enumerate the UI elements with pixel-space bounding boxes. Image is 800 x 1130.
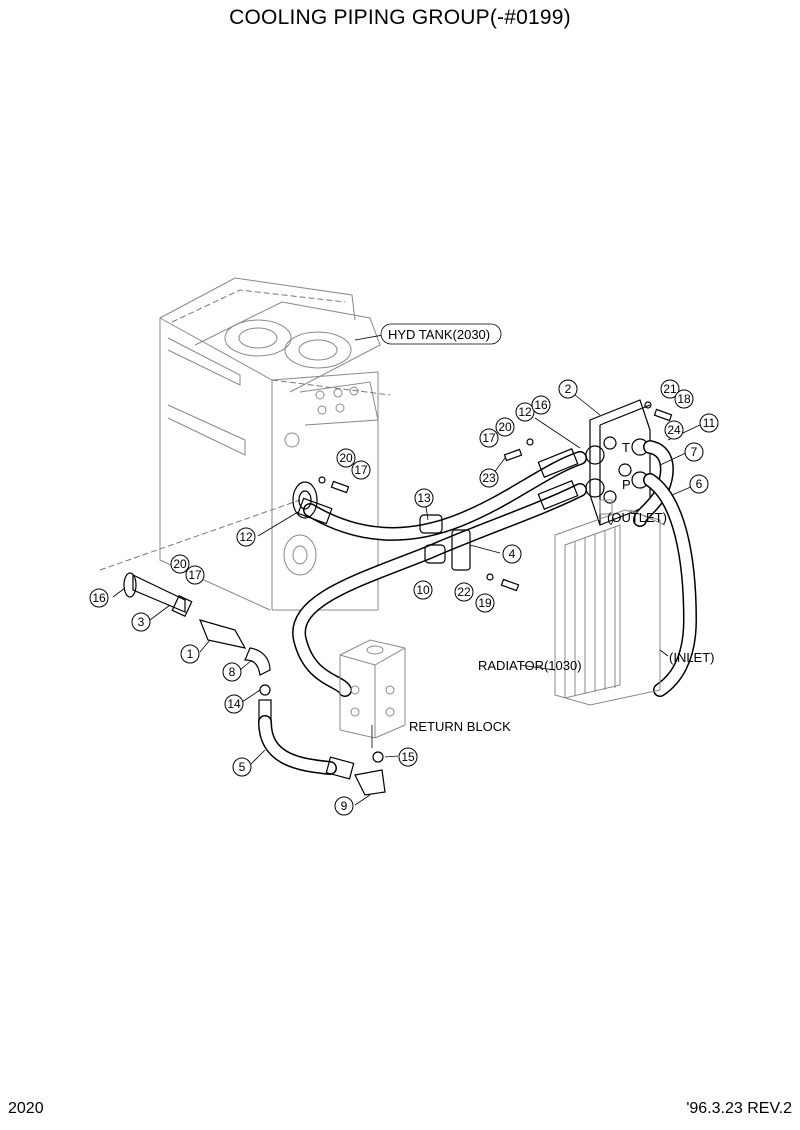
- bolt-set-manifold: [486, 401, 673, 592]
- svg-text:1: 1: [187, 647, 194, 661]
- callout-20b: 20: [336, 448, 356, 468]
- radiator: [554, 499, 666, 706]
- svg-text:10: 10: [416, 583, 430, 597]
- svg-text:20: 20: [173, 557, 187, 571]
- svg-text:HYD TANK(2030): HYD TANK(2030): [388, 327, 490, 342]
- svg-text:16: 16: [92, 591, 106, 605]
- callout-20c: 20: [170, 554, 190, 574]
- callout-12b: 12: [236, 527, 256, 547]
- callout-17b: 17: [351, 460, 371, 480]
- svg-text:16: 16: [534, 398, 548, 412]
- return-pipe-assembly: [123, 572, 386, 796]
- hose-4: [292, 483, 587, 697]
- callout-1: 1: [180, 644, 200, 664]
- callout-18: 18: [674, 389, 694, 409]
- return-block-label: RETURN BLOCK: [409, 719, 511, 734]
- svg-text:14: 14: [227, 697, 241, 711]
- outlet-label: (OUTLET): [607, 510, 667, 525]
- svg-text:13: 13: [417, 491, 431, 505]
- port-t-label: T: [622, 440, 630, 455]
- svg-text:24: 24: [667, 423, 681, 437]
- svg-text:8: 8: [229, 665, 236, 679]
- svg-text:3: 3: [138, 615, 145, 629]
- callout-14: 14: [224, 694, 244, 714]
- callout-20: 20: [495, 417, 515, 437]
- callout-12: 12: [515, 402, 535, 422]
- callout-2: 2: [558, 379, 578, 399]
- svg-text:7: 7: [691, 445, 698, 459]
- callout-8: 8: [222, 662, 242, 682]
- callout-10: 10: [413, 580, 433, 600]
- revision-label: '96.3.23 REV.2: [686, 1100, 792, 1117]
- callout-23: 23: [479, 468, 499, 488]
- svg-text:4: 4: [509, 547, 516, 561]
- svg-text:19: 19: [478, 596, 492, 610]
- callout-6: 6: [689, 474, 709, 494]
- svg-text:6: 6: [696, 477, 703, 491]
- bolt-set-tank: [318, 476, 350, 494]
- svg-text:18: 18: [677, 392, 691, 406]
- callouts: 2 21 18 12 16 17 20 24 11 7 23 6 20 17 1…: [89, 379, 719, 816]
- svg-text:17: 17: [188, 568, 202, 582]
- return-block: [339, 639, 406, 739]
- callout-16b: 16: [89, 588, 109, 608]
- callout-9: 9: [334, 796, 354, 816]
- svg-text:21: 21: [663, 382, 677, 396]
- callout-13: 13: [414, 488, 434, 508]
- clamp-10: [419, 514, 471, 571]
- callout-5: 5: [232, 757, 252, 777]
- hyd-tank-outline: [159, 277, 391, 611]
- callout-4: 4: [502, 544, 522, 564]
- callout-11: 11: [699, 413, 719, 433]
- svg-text:12: 12: [239, 530, 253, 544]
- svg-text:20: 20: [498, 420, 512, 434]
- callout-3: 3: [131, 612, 151, 632]
- port-p-label: P: [622, 477, 631, 492]
- page-number: 2020: [8, 1100, 44, 1117]
- svg-text:5: 5: [239, 760, 246, 774]
- callout-7: 7: [684, 442, 704, 462]
- callout-21: 21: [660, 379, 680, 399]
- svg-text:15: 15: [401, 750, 415, 764]
- callout-22: 22: [454, 582, 474, 602]
- page-title: COOLING PIPING GROUP(-#0199): [229, 6, 571, 29]
- hose-13: [303, 451, 587, 541]
- svg-text:17: 17: [482, 431, 496, 445]
- callout-19: 19: [475, 593, 495, 613]
- callout-16: 16: [531, 395, 551, 415]
- svg-text:22: 22: [457, 585, 471, 599]
- svg-text:23: 23: [482, 471, 496, 485]
- svg-text:17: 17: [354, 463, 368, 477]
- svg-text:20: 20: [339, 451, 353, 465]
- svg-text:11: 11: [703, 416, 716, 430]
- tank-flange-12: [283, 481, 318, 576]
- svg-text:12: 12: [518, 405, 532, 419]
- callout-15: 15: [398, 747, 418, 767]
- hyd-tank-label: HYD TANK(2030): [380, 323, 502, 345]
- callout-17: 17: [479, 428, 499, 448]
- inlet-label: (INLET): [669, 650, 715, 665]
- manifold-block: [585, 399, 651, 526]
- svg-text:9: 9: [341, 799, 348, 813]
- radiator-label: RADIATOR(1030): [478, 658, 582, 673]
- callout-24: 24: [664, 420, 684, 440]
- callout-17c: 17: [185, 565, 205, 585]
- svg-text:2: 2: [565, 382, 572, 396]
